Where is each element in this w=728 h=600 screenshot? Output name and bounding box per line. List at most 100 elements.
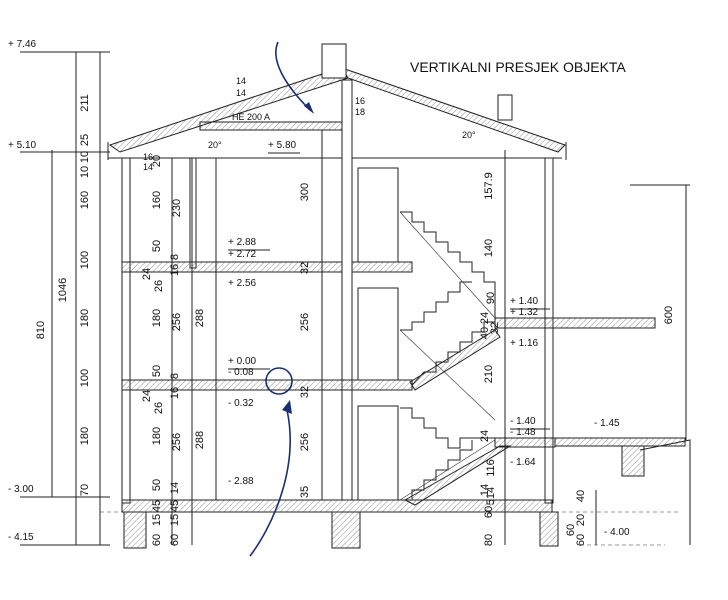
dimension-label: 160 <box>79 191 91 209</box>
dimension-label: 20 <box>575 514 587 526</box>
dimension-label: 26 <box>153 280 165 292</box>
dimension-label: 24 <box>141 268 153 280</box>
dimension-label: 810 <box>35 321 47 339</box>
dimension-label: 256 <box>299 313 311 331</box>
dimension-label: 50 <box>151 365 163 377</box>
annotation-label: 20° <box>462 130 476 140</box>
dimension-label: 160 <box>151 191 163 209</box>
section-cut-markers <box>249 41 314 557</box>
dimension-label: 40 <box>575 490 587 502</box>
level-label: + 0.00 <box>228 356 257 367</box>
annotation-label: 14 <box>236 88 246 98</box>
dimension-label: 32 <box>299 386 311 398</box>
level-label: - 0.08 <box>228 367 254 378</box>
dimension-label: 230 <box>171 199 183 217</box>
floor-slabs <box>121 261 686 513</box>
dimension-label: 14 <box>169 482 181 494</box>
annotation-label: HE 200 A <box>232 112 270 122</box>
dimension-label: 60 <box>565 524 577 536</box>
dimension-label: 26 <box>153 402 165 414</box>
dimension-label: 15 <box>151 514 163 526</box>
dimension-label: 256 <box>171 433 183 451</box>
annotation-label: 18 <box>355 107 365 117</box>
dimension-label: 180 <box>151 427 163 445</box>
dimension-label: 288 <box>194 309 206 327</box>
dimension-label: 70 <box>79 484 91 496</box>
level-label: - 4.00 <box>604 527 630 538</box>
dimension-label: 157.9 <box>483 172 495 200</box>
dimension-label: 60 <box>575 534 587 546</box>
level-label: - 2.88 <box>228 476 254 487</box>
level-label: + 1.40 <box>510 296 539 307</box>
dimension-label: 90 <box>485 292 497 304</box>
level-label: + 1.16 <box>510 338 539 349</box>
attic-slab <box>199 121 343 131</box>
dimension-label: 116 <box>485 459 497 477</box>
dimension-label: 25 <box>79 134 91 146</box>
annotation-label: 14 <box>236 76 246 86</box>
dimension-label: 24 <box>141 390 153 402</box>
dimension-label: 256 <box>171 313 183 331</box>
dimension-label: 80 <box>483 534 495 546</box>
dimension-label: 60 <box>151 534 163 546</box>
dimension-label: 32 <box>489 322 501 334</box>
drawing-title: VERTIKALNI PRESJEK OBJEKTA <box>410 59 626 75</box>
dimension-label: 10 <box>79 151 91 163</box>
dimension-label: 180 <box>151 309 163 327</box>
dimension-label: 50 <box>151 479 163 491</box>
dimension-label: 10 <box>79 166 91 178</box>
dimension-label: 60 <box>169 534 181 546</box>
dimension-label: 20 <box>151 155 163 167</box>
dimension-label: 100 <box>79 251 91 269</box>
dimension-label: 14 <box>479 484 491 496</box>
dimension-label: 8 <box>169 254 181 260</box>
dimension-label: 140 <box>483 239 495 257</box>
level-label: + 5.80 <box>268 140 297 151</box>
dimension-label: 514 <box>485 487 497 505</box>
dimension-label: 50 <box>151 240 163 252</box>
dimension-label: 45 <box>169 500 181 512</box>
level-label: - 4.15 <box>8 532 34 543</box>
level-marker-lines <box>228 152 550 430</box>
dimension-label: 600 <box>663 306 675 324</box>
dimension-label: 256 <box>299 433 311 451</box>
level-label: - 1.64 <box>510 457 536 468</box>
dimension-label: 211 <box>79 94 91 112</box>
dimension-label: 45 <box>151 500 163 512</box>
level-label: - 1.48 <box>510 427 536 438</box>
dimension-label: 16 <box>169 264 181 276</box>
dimension-label: 24 <box>479 312 491 324</box>
dimension-label: 40 <box>479 327 491 339</box>
level-label: + 7.46 <box>8 39 37 50</box>
dimension-label: 100 <box>79 369 91 387</box>
foundations <box>100 439 691 549</box>
level-label: + 2.88 <box>228 237 257 248</box>
dimension-label: 180 <box>79 309 91 327</box>
level-label: + 2.72 <box>228 249 257 260</box>
dimension-labels: 2112510101601001801001807010468102016050… <box>35 94 675 546</box>
dimension-label: 15 <box>169 514 181 526</box>
dimension-label: 8 <box>169 373 181 379</box>
annotation-label: 16 <box>143 152 153 162</box>
level-labels: + 7.46 + 5.10 - 3.00 - 4.15 + 5.80 + 2.88+ 2.… <box>8 39 630 543</box>
dimension-label: 32 <box>299 262 311 274</box>
dimension-label: 180 <box>79 427 91 445</box>
dimension-label: 288 <box>194 431 206 449</box>
level-label: + 5.10 <box>8 140 37 151</box>
stairs <box>399 211 512 506</box>
level-label: - 3.00 <box>8 484 34 495</box>
dimension-label: 35 <box>299 486 311 498</box>
dimension-lines <box>20 51 690 546</box>
level-label: - 0.32 <box>228 398 254 409</box>
doors <box>357 167 399 501</box>
level-label: - 1.45 <box>594 418 620 429</box>
level-label: + 1.32 <box>510 307 539 318</box>
dimension-label: 60 <box>483 506 495 518</box>
dimension-label: 210 <box>483 365 495 383</box>
annotation-label: 14 <box>143 162 153 172</box>
annotation-label: 20° <box>208 140 222 150</box>
roof <box>107 43 567 160</box>
